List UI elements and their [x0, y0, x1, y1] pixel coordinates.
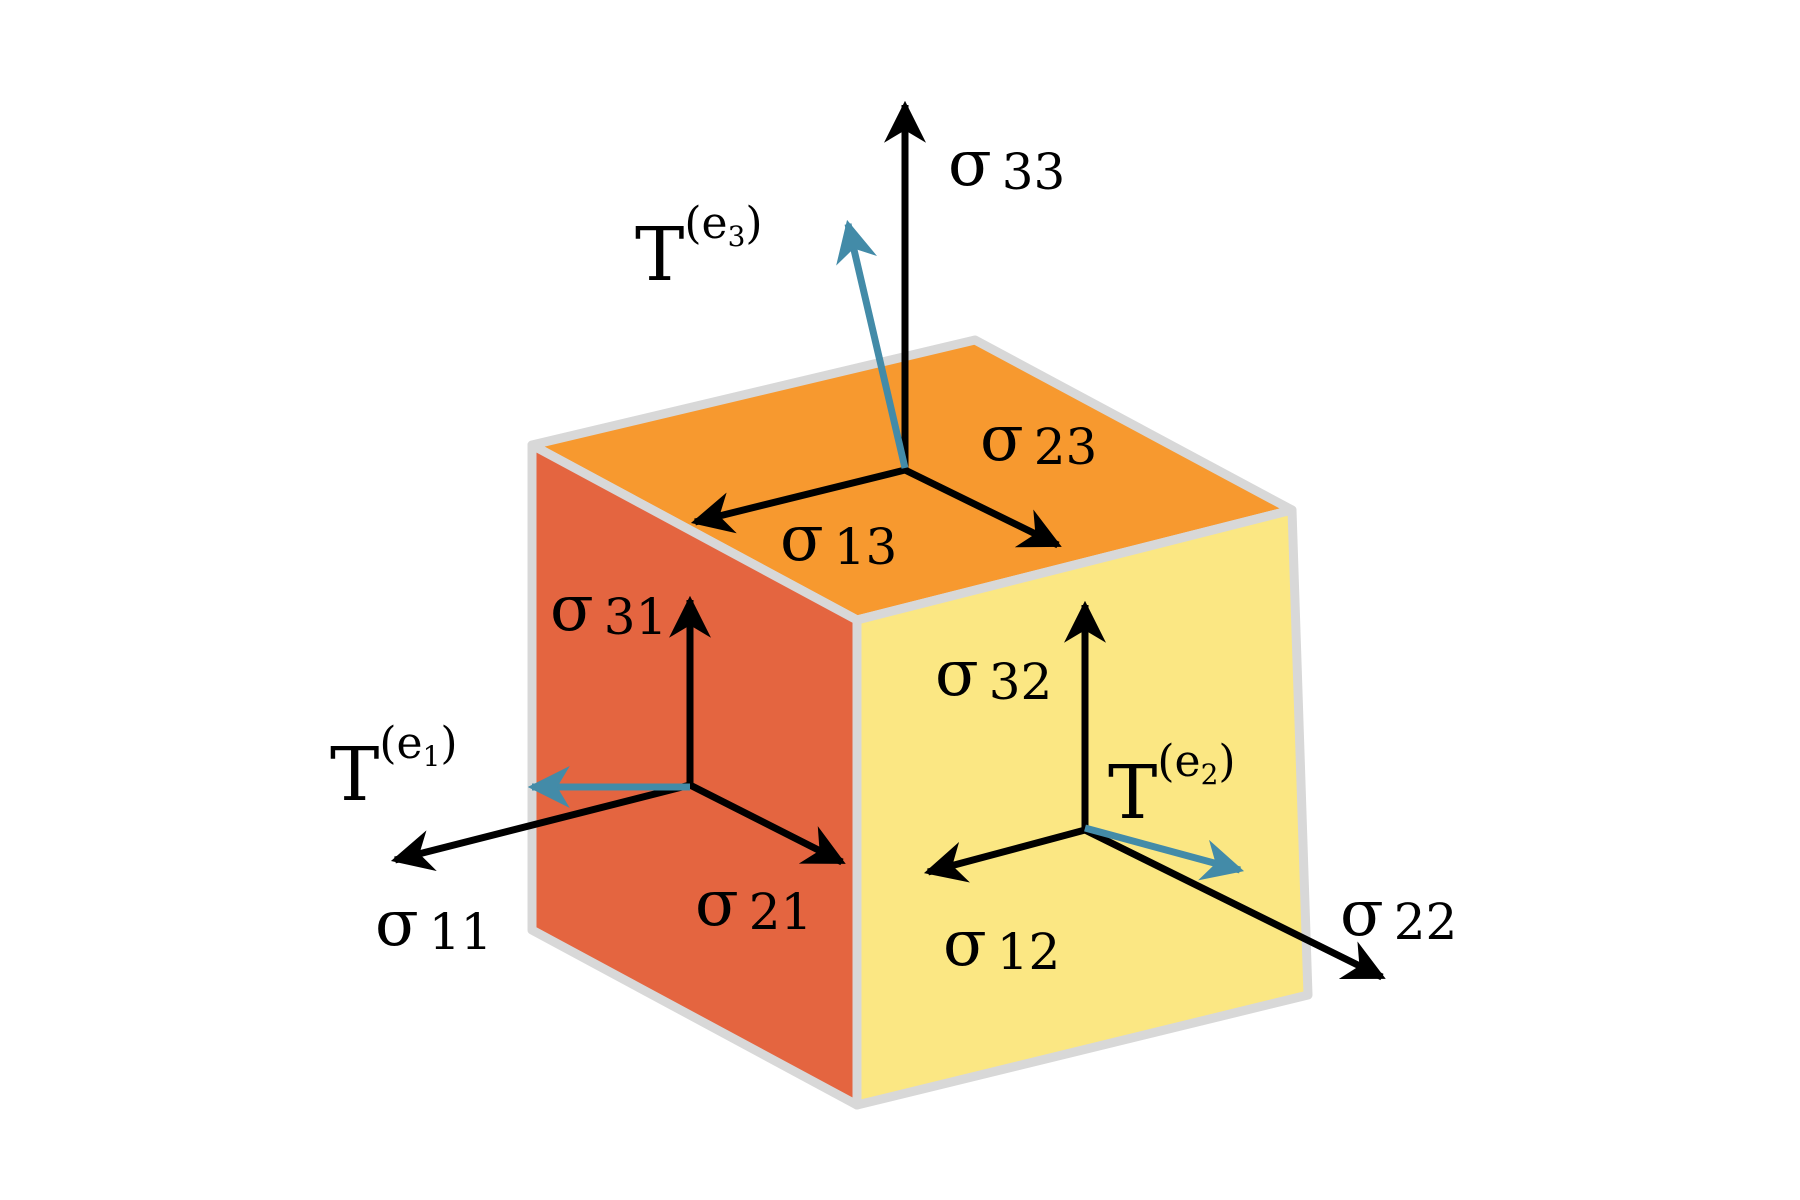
traction-e2-arrow [1084, 824, 1245, 881]
traction-e3-label: T(e3) [635, 198, 763, 298]
sigma-23-arrow [903, 466, 1062, 549]
traction-e3-arrow [836, 219, 909, 469]
traction-e2-label: T(e2) [1108, 736, 1236, 836]
sigma-13-arrow [690, 466, 906, 534]
sigma-11-arrow [390, 781, 691, 872]
sigma-21-arrow [688, 781, 846, 866]
sigma-22-arrow [1083, 826, 1386, 981]
traction-e1-label: T(e1) [330, 718, 458, 818]
sigma-12-arrow [923, 826, 1086, 883]
